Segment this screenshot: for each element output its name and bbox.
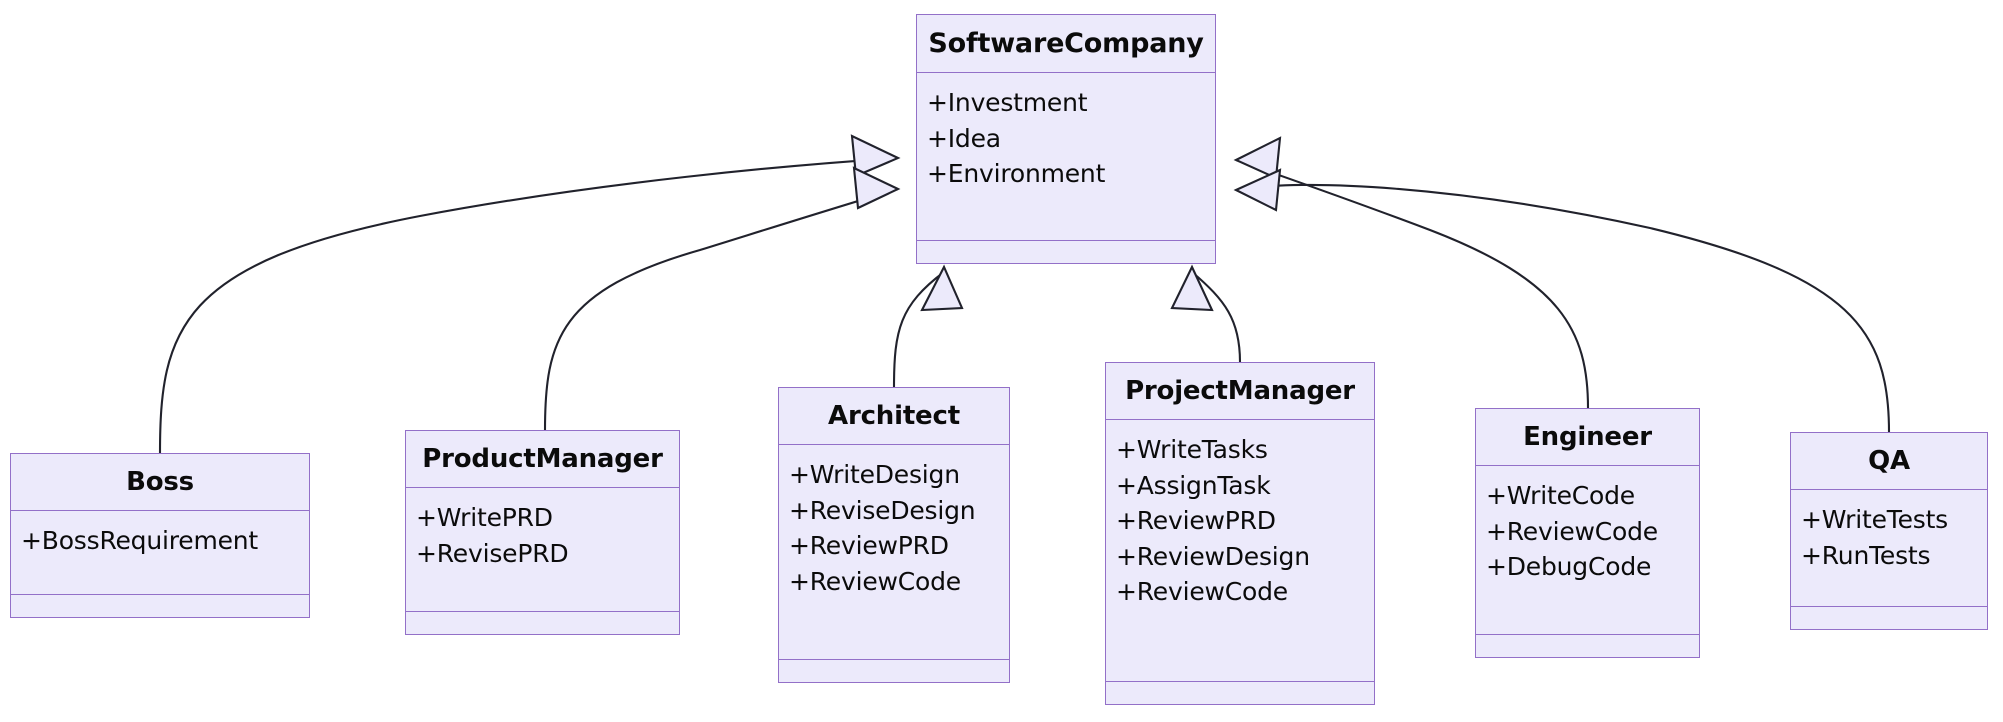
generalization-arrowhead-icon — [1233, 136, 1282, 180]
class-member: +Environment — [927, 159, 1106, 188]
class-member: +ReviewCode — [1486, 516, 1658, 546]
class-title-product-manager: ProductManager — [406, 431, 679, 488]
class-member: +Idea — [927, 123, 1001, 153]
uml-class-engineer[interactable]: Engineer +WriteCode +ReviewCode +DebugCode — [1475, 408, 1700, 658]
class-methods-software-company — [917, 241, 1215, 263]
class-member: +ReviseDesign — [789, 495, 976, 525]
class-member: +WriteTests — [1801, 505, 1949, 534]
class-member: +ReviewCode — [1116, 577, 1288, 606]
class-attributes-project-manager: +WriteTasks +AssignTask +ReviewPRD +ReviewD… — [1106, 420, 1374, 682]
class-title-software-company: SoftwareCompany — [917, 15, 1215, 73]
class-member: +DebugCode — [1486, 552, 1652, 581]
class-member: +Investment — [927, 88, 1088, 117]
class-methods-boss — [11, 595, 309, 617]
class-member: +RevisePRD — [416, 538, 569, 568]
class-member: +RunTests — [1801, 540, 1931, 570]
class-attributes-engineer: +WriteCode +ReviewCode +DebugCode — [1476, 466, 1699, 635]
class-member: +WritePRD — [416, 503, 553, 532]
class-member: +WriteTasks — [1116, 435, 1268, 464]
class-member: +ReviewPRD — [789, 531, 949, 560]
class-member: +ReviewPRD — [1116, 506, 1276, 535]
uml-class-product-manager[interactable]: ProductManager +WritePRD +RevisePRD — [405, 430, 680, 635]
edge-architect-inherits — [892, 271, 945, 388]
generalization-arrowhead-icon — [1233, 168, 1282, 212]
uml-class-project-manager[interactable]: ProjectManager +WriteTasks +AssignTask +Rev… — [1105, 362, 1375, 705]
class-title-architect: Architect — [779, 388, 1009, 445]
class-member: +ReviewCode — [789, 566, 961, 596]
class-methods-product-manager — [406, 612, 679, 634]
class-member: +WriteCode — [1486, 481, 1635, 510]
class-title-project-manager: ProjectManager — [1106, 363, 1374, 420]
class-attributes-qa: +WriteTests +RunTests — [1791, 490, 1987, 607]
edge-project-manager-inherits — [1191, 271, 1242, 363]
uml-class-software-company[interactable]: SoftwareCompany +Investment +Idea +Environm… — [916, 14, 1216, 264]
class-attributes-architect: +WriteDesign +ReviseDesign +ReviewPRD +Revi… — [779, 445, 1009, 660]
class-methods-engineer — [1476, 635, 1699, 657]
class-title-qa: QA — [1791, 433, 1987, 490]
class-title-boss: Boss — [11, 454, 309, 511]
generalization-arrowhead-icon — [850, 134, 901, 178]
class-attributes-product-manager: +WritePRD +RevisePRD — [406, 488, 679, 612]
class-member: +AssignTask — [1116, 470, 1271, 500]
generalization-arrowhead-icon — [920, 264, 964, 312]
generalization-arrowhead-icon — [1170, 264, 1214, 312]
generalization-arrowhead-icon — [852, 166, 901, 210]
class-member: +BossRequirement — [21, 526, 259, 555]
class-member: +ReviewDesign — [1116, 541, 1310, 571]
class-methods-qa — [1791, 607, 1987, 629]
class-methods-project-manager — [1106, 682, 1374, 704]
class-attributes-boss: +BossRequirement — [11, 511, 309, 595]
class-member: +WriteDesign — [789, 460, 960, 489]
uml-class-architect[interactable]: Architect +WriteDesign +ReviseDesign +Revie… — [778, 387, 1010, 683]
class-title-engineer: Engineer — [1476, 409, 1699, 466]
class-methods-architect — [779, 660, 1009, 682]
uml-class-qa[interactable]: QA +WriteTests +RunTests — [1790, 432, 1988, 630]
uml-class-boss[interactable]: Boss +BossRequirement — [10, 453, 310, 618]
class-attributes-software-company: +Investment +Idea +Environment — [917, 73, 1215, 241]
